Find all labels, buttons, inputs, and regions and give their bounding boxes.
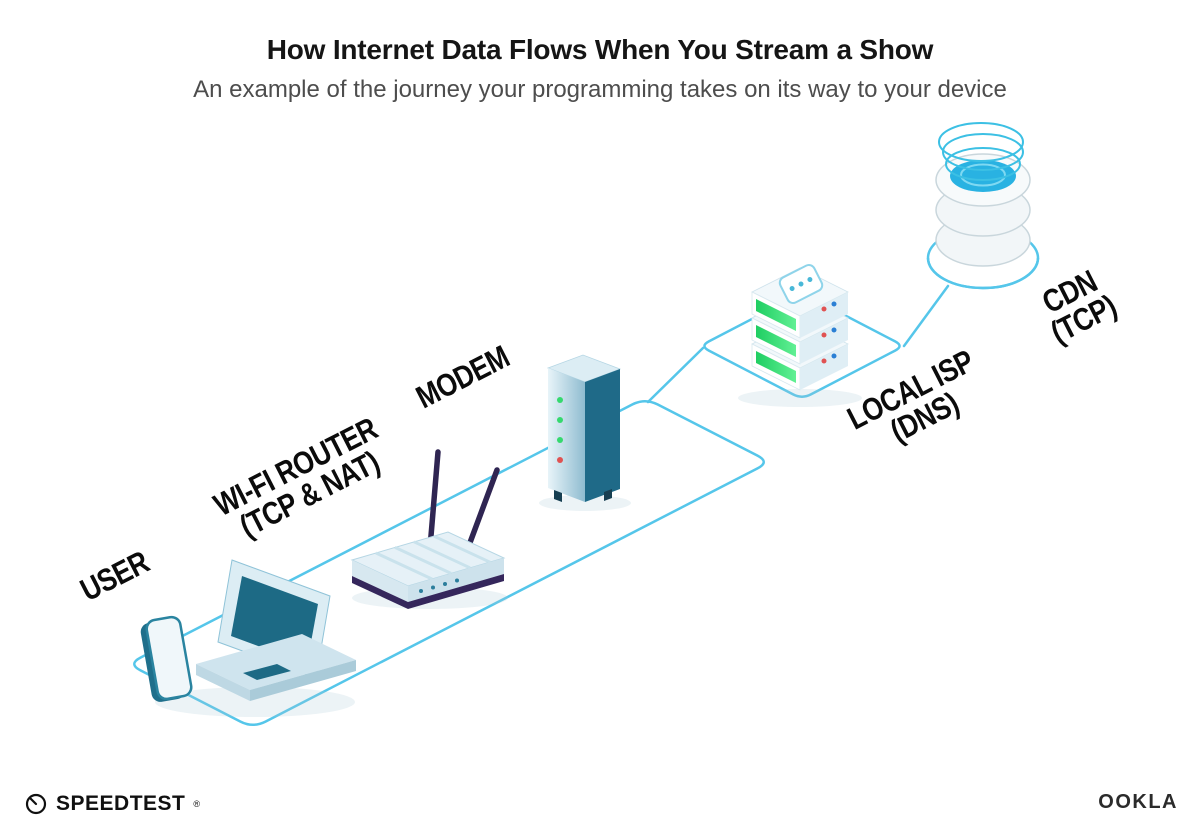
router-antenna-left: [427, 449, 441, 551]
router-illustration: [350, 449, 506, 609]
speedtest-wordmark: SPEEDTEST: [56, 792, 186, 815]
isp-server-illustration: [751, 263, 849, 391]
page-subtitle: An example of the journey your programmi…: [193, 76, 1007, 103]
router-antenna-right: [465, 467, 500, 551]
user-phone-illustration: [140, 615, 193, 702]
flow-connector-isp-cdn: [902, 284, 950, 348]
speedtest-logo: SPEEDTEST ®: [24, 792, 200, 816]
page-title: How Internet Data Flows When You Stream …: [266, 34, 934, 65]
laptop-illustration: [196, 559, 356, 701]
ookla-logo: OOKLA: [1098, 791, 1178, 813]
flow-ring-cdn-front: [926, 257, 1040, 290]
cdn-database-illustration: [935, 122, 1031, 267]
header: How Internet Data Flows When You Stream …: [0, 34, 1200, 104]
modem-illustration: [546, 354, 622, 502]
flow-connector-modem-isp: [646, 346, 705, 404]
speedtest-gauge-icon: [25, 793, 47, 815]
speedtest-trademark: ®: [193, 799, 201, 809]
